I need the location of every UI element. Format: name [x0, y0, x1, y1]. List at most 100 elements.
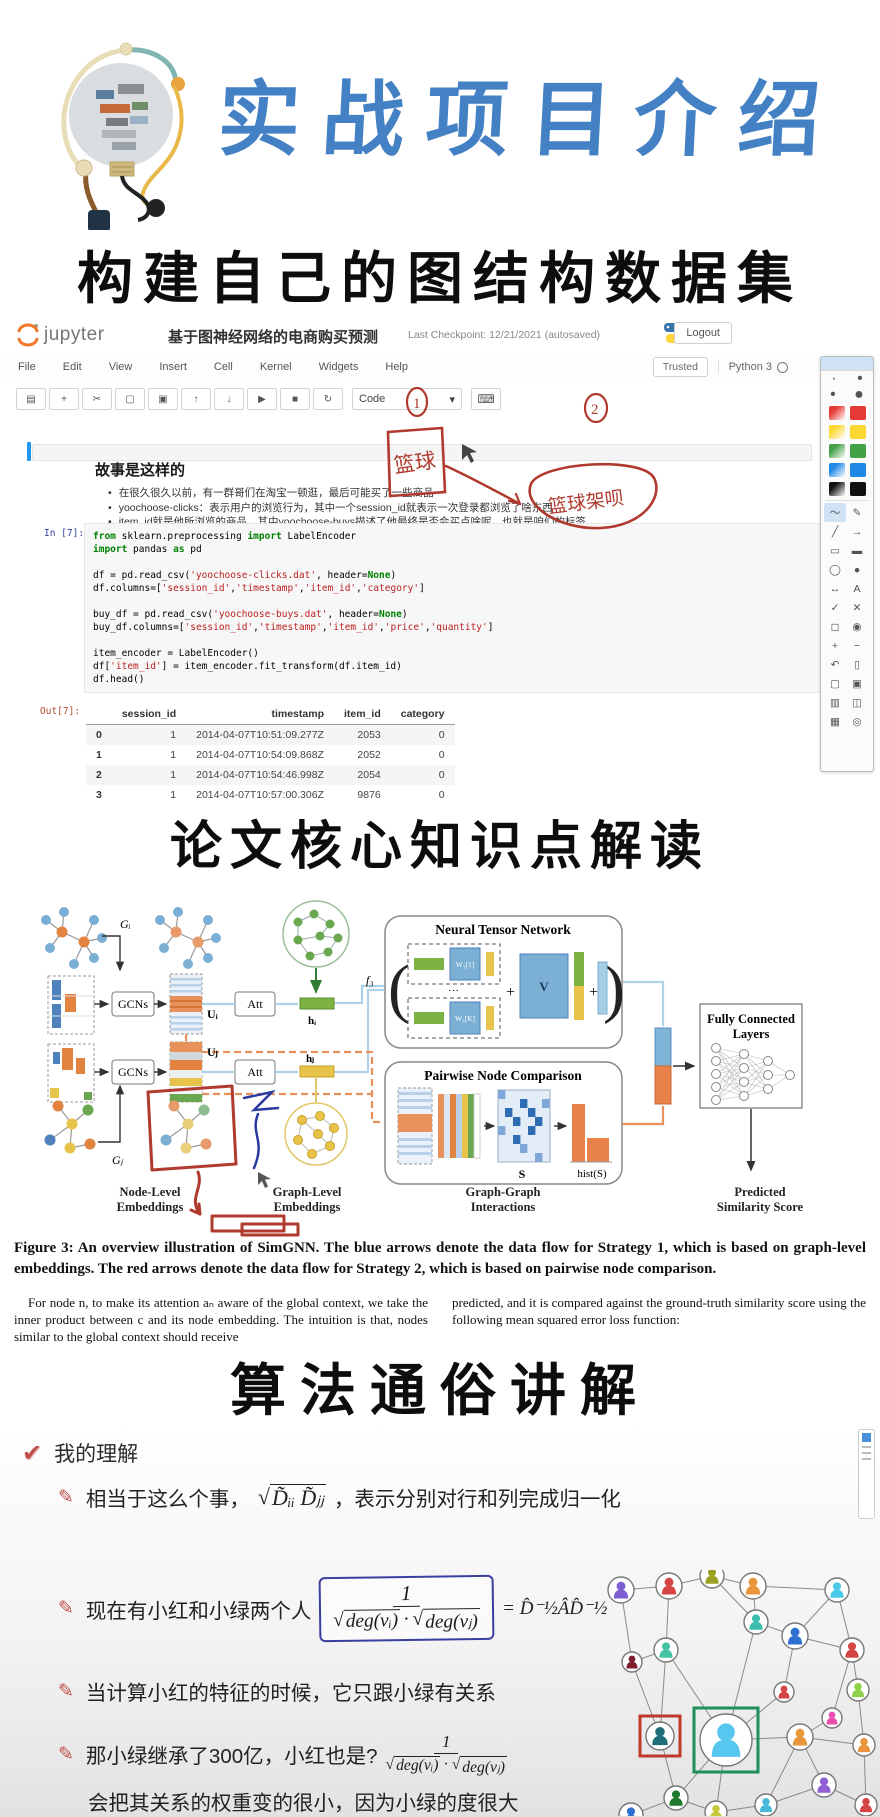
tool-print-icon[interactable]: ▥	[830, 696, 840, 709]
color-swatch[interactable]	[828, 405, 845, 420]
notebook-toolbar: ▤+✂▢▣↑↓▶■↻ Code ▾ ⌨	[16, 388, 501, 410]
highlight-box	[692, 1706, 760, 1774]
code-line: buy_df.columns=['session_id','timestamp'…	[93, 622, 494, 633]
menu-widgets[interactable]: Widgets	[318, 361, 359, 373]
jupyter-logo[interactable]: jupyter	[16, 322, 105, 348]
menu-edit[interactable]: Edit	[62, 361, 82, 373]
save-button[interactable]: ▤	[16, 388, 46, 410]
color-swatch[interactable]	[849, 405, 866, 420]
label-predicted-2: Similarity Score	[717, 1200, 804, 1214]
label-graph-level-2: Embeddings	[274, 1200, 341, 1214]
stop-button[interactable]: ■	[280, 388, 310, 410]
color-swatch[interactable]	[849, 443, 866, 458]
feature-matrix-i	[47, 975, 95, 1035]
tool-trash-icon[interactable]: ▯	[854, 658, 860, 671]
code-line	[93, 556, 819, 569]
pen-size-small[interactable]: ·•	[831, 370, 863, 387]
cell-in-label: In [7]:	[44, 528, 85, 539]
table-cell: 1	[170, 729, 177, 741]
tool-resize-icon[interactable]: ↔	[829, 582, 841, 595]
deg-vi: deg(vᵢ)	[394, 1755, 441, 1774]
ntn-plus-2: +	[589, 984, 598, 1001]
table-header: category	[400, 708, 445, 720]
tool-info-icon[interactable]: ◎	[852, 715, 862, 728]
tool-rect-icon[interactable]: ▭	[830, 544, 840, 557]
table-cell: 2014-04-07T10:57:00.306Z	[196, 789, 324, 801]
code-line: from sklearn.preprocessing import LabelE…	[93, 531, 357, 542]
fraction-numerator: 1	[433, 1732, 459, 1754]
menu-insert[interactable]: Insert	[159, 361, 187, 373]
tool-undo-icon[interactable]: ↶	[830, 658, 840, 671]
cell-type-select[interactable]: Code ▾	[352, 388, 462, 410]
color-swatch[interactable]	[828, 481, 845, 496]
person-node	[781, 1622, 809, 1650]
label-hi: hᵢ	[308, 1015, 316, 1027]
section-title-algo: 算法通俗讲解	[230, 1359, 650, 1422]
dot-operator: ·	[403, 1609, 411, 1631]
move-up-button[interactable]: ↑	[181, 388, 211, 410]
add-cell-button[interactable]: +	[49, 388, 79, 410]
menu-view[interactable]: View	[108, 361, 133, 373]
code-line: item_encoder = LabelEncoder()	[93, 648, 259, 659]
color-swatch[interactable]	[849, 462, 866, 477]
command-palette-button[interactable]: ⌨	[471, 388, 501, 410]
input-graph-j	[44, 1100, 96, 1154]
code-editor[interactable]: from sklearn.preprocessing import LabelE…	[84, 523, 828, 693]
bullet-item: yoochoose-clicks：表示用户的浏览行为，其中一个session_i…	[108, 501, 586, 516]
tool-ellipse-icon[interactable]: ◯	[829, 563, 841, 576]
tool-magnifier-icon[interactable]: ◉	[852, 620, 862, 633]
table-cell: 1	[170, 769, 177, 781]
move-down-button[interactable]: ↓	[214, 388, 244, 410]
label-gi: Gᵢ	[120, 917, 131, 931]
gcns-box-j: GCNs	[118, 1065, 148, 1079]
color-swatch[interactable]	[849, 424, 866, 439]
pen-size-large[interactable]: •●	[830, 386, 864, 403]
copy-button[interactable]: ▢	[115, 388, 145, 410]
restart-kernel-button[interactable]: ↻	[313, 388, 343, 410]
tool-text-icon[interactable]: A	[853, 582, 861, 595]
menu-help[interactable]: Help	[385, 361, 408, 373]
tool-cross-icon[interactable]: ✕	[852, 601, 862, 614]
table-cell: 2014-04-07T10:51:09.277Z	[196, 729, 324, 741]
logout-button[interactable]: Logout	[674, 322, 732, 344]
tool-select-icon[interactable]: ◻	[830, 620, 840, 633]
tool-duplicate-icon[interactable]: ▣	[852, 677, 862, 690]
menu-cell[interactable]: Cell	[213, 361, 233, 373]
tool-minus-icon[interactable]: −	[853, 639, 861, 652]
tool-arrow-icon[interactable]: →	[851, 525, 863, 538]
person-node	[692, 1706, 760, 1774]
palette-header[interactable]	[821, 357, 873, 371]
paste-button[interactable]: ▣	[148, 388, 178, 410]
person-node	[786, 1723, 814, 1751]
tool-plus-icon[interactable]: +	[831, 639, 839, 652]
tool-pen-squiggle-icon[interactable]: ～	[824, 503, 846, 522]
graph-embedding-hi	[299, 997, 335, 1010]
cell-type-value: Code	[359, 393, 386, 405]
tool-check-icon[interactable]: ✓	[830, 601, 840, 614]
color-swatch[interactable]	[828, 424, 845, 439]
menu-kernel[interactable]: Kernel	[259, 361, 292, 373]
tool-ellipse-filled-icon[interactable]: ●	[853, 563, 861, 576]
color-swatch[interactable]	[828, 462, 845, 477]
tool-image-icon[interactable]: ▦	[830, 715, 840, 728]
color-swatch[interactable]	[849, 481, 866, 496]
cut-button[interactable]: ✂	[82, 388, 112, 410]
color-swatch[interactable]	[828, 443, 845, 458]
tool-pen-icon[interactable]: ✎	[852, 506, 862, 519]
tool-save-icon[interactable]: ◫	[852, 696, 862, 709]
notebook-title[interactable]: 基于图神经网络的电商购买预测	[168, 329, 379, 346]
tool-rect-filled-icon[interactable]: ▬	[851, 544, 863, 557]
explanation-slide: ✔ 我的理解 ✎ 相当于这么个事， √D̃ᵢᵢ D̃ⱼⱼ ，表示分别对行和列完成…	[0, 1424, 880, 1817]
run-button[interactable]: ▶	[247, 388, 277, 410]
person-node	[638, 1714, 682, 1758]
collapsed-annotation-toolbar[interactable]	[858, 1429, 875, 1519]
kernel-name: Python 3	[728, 361, 772, 373]
matrix-uj-columns	[438, 1093, 481, 1159]
blue-pen-box: 1 √deg(vᵢ) · √deg(vⱼ)	[318, 1574, 495, 1643]
menu-file[interactable]: File	[18, 361, 36, 373]
tool-line-icon[interactable]: ╱	[831, 525, 839, 538]
person-node	[821, 1707, 843, 1729]
tool-page-icon[interactable]: ▢	[830, 677, 840, 690]
